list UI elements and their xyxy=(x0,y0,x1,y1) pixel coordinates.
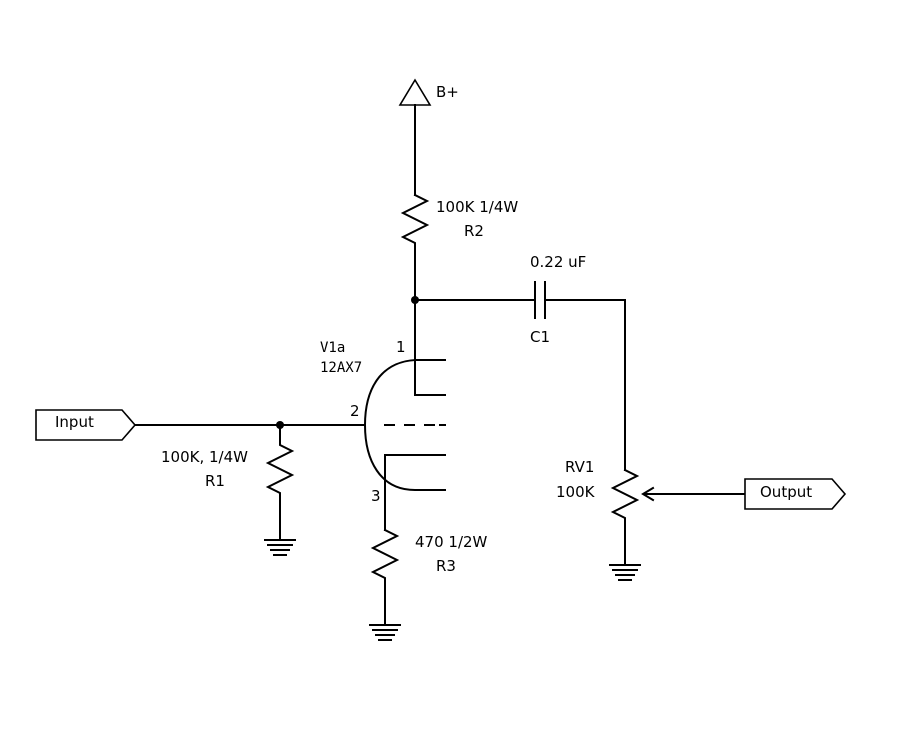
rv1-value-label: 100K xyxy=(556,483,596,501)
r1-value-label: 100K, 1/4W xyxy=(161,448,248,466)
output-port-label: Output xyxy=(760,483,812,501)
c1-capacitor xyxy=(414,281,626,471)
r1-ref-label: R1 xyxy=(205,472,225,490)
r3-resistor xyxy=(370,528,400,626)
rv1-ground-icon xyxy=(609,564,641,581)
pin-3-label: 3 xyxy=(371,487,381,505)
r1-resistor xyxy=(265,424,295,541)
tube-ref-label: V1a xyxy=(320,340,345,356)
bplus-supply-symbol xyxy=(398,78,432,196)
pin-2-label: 2 xyxy=(350,402,360,420)
pin-1-label: 1 xyxy=(396,338,406,356)
r2-ref-label: R2 xyxy=(464,222,484,240)
r3-ref-label: R3 xyxy=(436,557,456,575)
tube-type-label: 12AX7 xyxy=(320,360,362,376)
bplus-label: B+ xyxy=(436,83,459,101)
r3-ground-icon xyxy=(369,624,401,641)
c1-value-label: 0.22 uF xyxy=(530,253,586,271)
r3-value-label: 470 1/2W xyxy=(415,533,488,551)
rv1-ref-label: RV1 xyxy=(565,458,594,476)
output-port xyxy=(744,478,847,510)
c1-ref-label: C1 xyxy=(530,328,550,346)
r1-ground-icon xyxy=(264,539,296,556)
input-port xyxy=(35,409,137,441)
rv1-wiper-arrow xyxy=(641,486,746,502)
r2-value-label: 100K 1/4W xyxy=(436,198,518,216)
r2-resistor xyxy=(400,193,430,301)
input-port-label: Input xyxy=(55,413,94,431)
rv1-potentiometer xyxy=(610,468,640,566)
